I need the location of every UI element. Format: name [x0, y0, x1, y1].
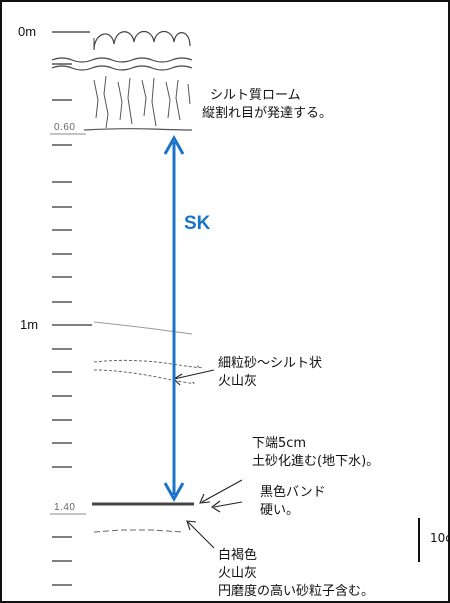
sk-label: SK [184, 213, 211, 234]
layer-lower-end-line1: 下端5cm [252, 436, 307, 451]
layer-silty-loam-line1: シルト質ローム [210, 88, 301, 103]
ash-lens-top [93, 359, 202, 369]
depth-label-1m: 1m [20, 317, 39, 332]
layer-black-band-line2: 硬い。 [260, 503, 300, 518]
layer-white-brown-line2: 火山灰 [218, 566, 258, 581]
scale-label: 10c [430, 531, 450, 545]
leader-arrows [173, 369, 243, 549]
depth-ticks [52, 31, 92, 586]
faint-line-1m [93, 321, 193, 335]
sk-double-arrow [163, 134, 185, 503]
layer-white-brown-line3: 円磨度の高い砂粒子含む。 [218, 584, 375, 599]
leader-arrow-white-brown [187, 521, 215, 549]
ash-lens-bottom [93, 369, 195, 384]
surface-vegetation [93, 30, 191, 51]
boundary-060 [83, 128, 193, 131]
layer-white-brown-line1: 白褐色 [218, 548, 258, 563]
wavy-line-1 [51, 57, 193, 63]
layer-fine-sand-line1: 細粒砂～シルト状 [218, 356, 323, 371]
leader-arrow-black-band [213, 501, 243, 508]
leader-arrow-lower-end [201, 479, 243, 503]
lower-dashed-line [93, 529, 183, 533]
layer-lower-end-line2: 土砂化進む(地下水)。 [252, 454, 380, 469]
leader-arrow-ash [173, 369, 215, 380]
layer-silty-loam-line2: 縦割れ目が発達する。 [202, 106, 333, 121]
vertical-cracks [93, 75, 191, 129]
depth-label-140: 1.40 [54, 502, 76, 513]
depth-label-0m: 0m [18, 24, 37, 39]
depth-label-060: 0.60 [54, 122, 76, 133]
layer-black-band-line1: 黒色バンド [260, 485, 326, 500]
wavy-line-2 [51, 65, 193, 71]
layer-fine-sand-line2: 火山灰 [218, 374, 258, 389]
